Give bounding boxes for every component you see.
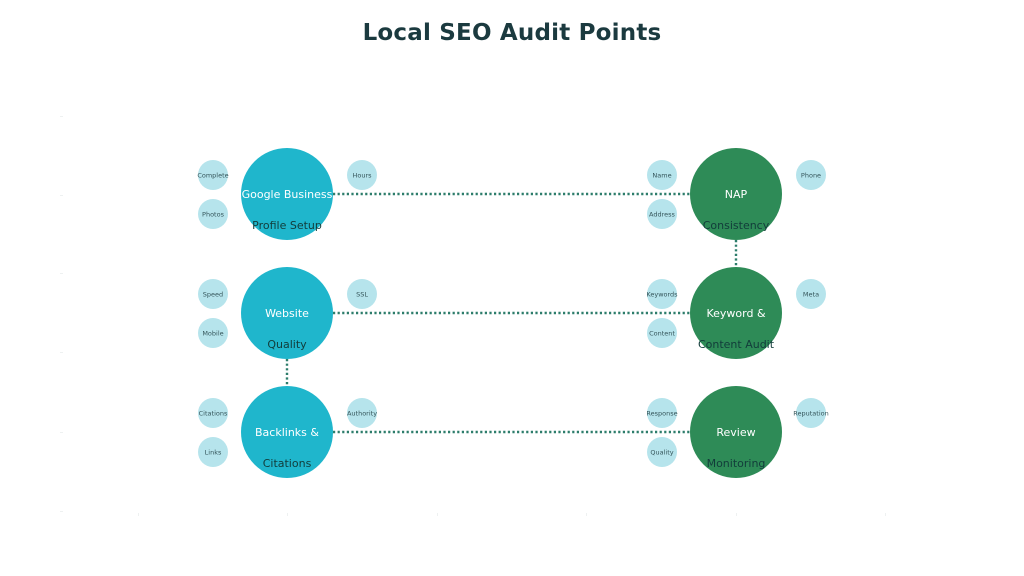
satellite-circle [796,398,826,428]
satellite-label: Citations [199,409,228,417]
satellite-label: Meta [803,290,819,298]
satellite-circle [198,398,228,428]
satellite-node: Photos [198,199,228,229]
satellite-label: Address [649,210,675,218]
satellite-circle [647,279,677,309]
satellite-circle [647,318,677,348]
satellite-label: Authority [347,409,377,417]
satellite-node: Response [646,398,678,428]
hub-node: Keyword & Content Audit [690,267,782,359]
satellite-circle [347,398,377,428]
satellite-node: Content [647,318,677,348]
satellite-label: Complete [197,171,228,179]
axis-tick-x [138,513,139,516]
satellite-circle [198,279,228,309]
hub-label-primary: Website [265,307,309,320]
satellite-circle [647,437,677,467]
satellite-node: Links [198,437,228,467]
hub-circle [690,386,782,478]
axis-tick-x [586,513,587,516]
satellite-node: Complete [197,160,229,190]
satellite-label: Mobile [202,329,223,337]
satellite-label: Phone [801,171,821,179]
satellite-circle [647,160,677,190]
satellite-circle [347,279,377,309]
satellite-node: Address [647,199,677,229]
hub-label-primary: Review [716,426,755,439]
satellite-label: Response [646,409,677,417]
satellite-label: Content [649,329,675,337]
satellite-node: Meta [796,279,826,309]
satellite-label: Links [205,448,222,456]
axis-tick-y [60,511,63,512]
satellite-circle [647,398,677,428]
satellite-node: SSL [347,279,377,309]
hub-label-secondary: Quality [267,338,307,351]
hub-label-secondary: Consistency [703,219,770,232]
hub-label-primary: Backlinks & [255,426,319,439]
satellite-label: Hours [352,171,372,179]
hub-node: Backlinks & Citations [241,386,333,478]
hub-label-secondary: Profile Setup [252,219,322,232]
satellite-label: SSL [356,290,368,298]
satellite-node: Keywords [646,279,678,309]
axis-tick-x [736,513,737,516]
satellite-node: Quality [647,437,677,467]
satellite-node: Citations [198,398,228,428]
satellite-node: Authority [347,398,377,428]
satellite-label: Speed [203,290,223,298]
satellite-circle [347,160,377,190]
axis-tick-x [885,513,886,516]
satellite-node: Mobile [198,318,228,348]
satellite-node: Name [647,160,677,190]
connectors [285,192,738,434]
hub-label-secondary: Content Audit [698,338,775,351]
satellite-label: Name [652,171,671,179]
satellite-node: Reputation [793,398,829,428]
faint-axis-ticks [60,116,886,516]
axis-tick-x [437,513,438,516]
hub-circle [241,267,333,359]
axis-tick-y [60,116,63,117]
satellite-node: Speed [198,279,228,309]
satellite-label: Keywords [646,290,678,298]
axis-tick-y [60,432,63,433]
satellite-circle [198,199,228,229]
satellite-circle [198,318,228,348]
hub-node: NAP Consistency [690,148,782,240]
satellite-node: Hours [347,160,377,190]
hub-label-primary: Keyword & [706,307,765,320]
satellite-circle [198,160,228,190]
satellite-node: Phone [796,160,826,190]
axis-tick-y [60,195,63,196]
hub-label-primary: NAP [725,188,748,201]
hub-label-primary: Google Business [242,188,333,201]
hub-circle [241,386,333,478]
satellite-circle [796,160,826,190]
satellite-label: Quality [650,448,673,456]
satellite-circle [647,199,677,229]
satellite-label: Reputation [793,409,828,417]
hub-circle [690,267,782,359]
satellite-circle [198,437,228,467]
hub-label-secondary: Citations [263,457,312,470]
satellite-label: Photos [202,210,225,218]
axis-tick-x [287,513,288,516]
satellite-circle [796,279,826,309]
hub-label-secondary: Monitoring [707,457,766,470]
axis-tick-y [60,273,63,274]
axis-tick-y [60,352,63,353]
diagram-title: Local SEO Audit Points [362,20,662,46]
hub-circle [690,148,782,240]
hub-circle [241,148,333,240]
